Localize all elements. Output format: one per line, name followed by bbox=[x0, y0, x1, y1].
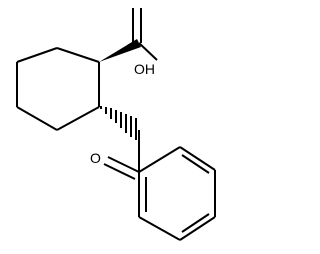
carboxyl-single-bond bbox=[138, 42, 158, 61]
carbonyl-oxygen-label: O bbox=[90, 150, 101, 166]
ketone-group: O bbox=[90, 130, 140, 180]
aromatic-inner-bond bbox=[181, 213, 210, 233]
ring-bond bbox=[138, 216, 181, 241]
ring-bond bbox=[56, 106, 100, 131]
cyclohexane-ring bbox=[16, 47, 100, 131]
carbonyl-double-bond bbox=[103, 163, 136, 180]
phenyl-ring bbox=[138, 146, 216, 241]
carbonyl-double-bond bbox=[107, 156, 140, 173]
ring-bond bbox=[16, 106, 58, 131]
ring-bond bbox=[179, 146, 216, 171]
ring-bond bbox=[56, 47, 100, 63]
hashed-bond bbox=[100, 106, 137, 140]
aromatic-inner-bond bbox=[181, 154, 210, 174]
ring-bond bbox=[179, 216, 216, 241]
wedge-bond bbox=[99, 39, 141, 62]
carboxylic-acid-group: OH bbox=[99, 8, 158, 77]
ring-bond bbox=[16, 47, 58, 63]
structure-diagram: OH O bbox=[16, 8, 216, 241]
ring-bond bbox=[138, 146, 181, 173]
hydroxyl-label: OH bbox=[134, 61, 155, 77]
